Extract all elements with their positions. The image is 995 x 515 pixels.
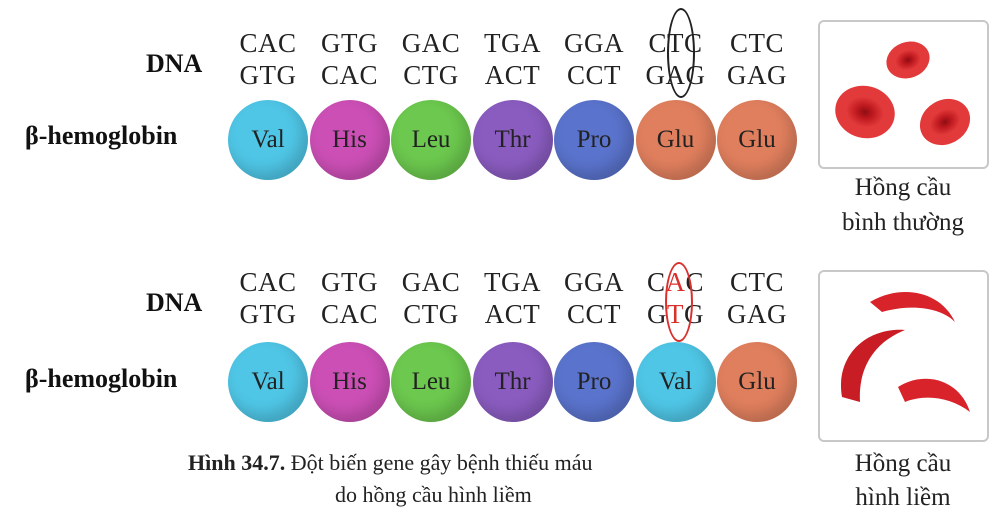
codon: CAC [239,267,297,297]
codon: CAC [320,60,379,90]
mutation-site-ring-normal [667,8,695,98]
codon: ACT [484,60,541,90]
normal-cell-caption-line2: bình thường [842,209,964,236]
codon: GAG [727,60,787,90]
normal-red-blood-cells-image [818,20,989,169]
codon: GTG [239,60,297,90]
codon: CTG [403,299,459,329]
sickle-cell-caption-line1: Hồng cầu [854,450,952,477]
amino-acid-thr: Thr [472,342,553,422]
amino-acid-leu: Leu [391,342,471,422]
amino-acid-val: Val [635,342,716,422]
amino-acid-glu: Glu [717,100,797,180]
codon: CCT [566,60,621,90]
codon: CAC [239,28,297,58]
figure-caption-line1: Hình 34.7. Đột biến gene gây bệnh thiếu … [188,446,593,480]
amino-acid-val: Val [228,342,308,422]
codon: TGA [484,267,541,297]
amino-acid-glu: Glu [717,342,797,422]
codon: CCT [566,299,621,329]
codon: GTG [321,267,378,297]
codon: GAG [727,299,787,329]
codon: TGA [484,28,541,58]
codon: GAC [401,267,461,297]
amino-acid-his: His [309,100,390,180]
normal-cell-caption-line1: Hồng cầu [854,174,952,201]
codon: CTC [729,267,784,297]
codon: CTG [403,60,459,90]
normal-red-cells-icon [835,41,971,146]
protein-label-normal: β-hemoglobin [25,121,178,150]
sickle-red-blood-cells-image [818,270,989,442]
amino-acid-his: His [309,342,390,422]
dna-label-mutant: DNA [146,288,203,317]
codon: CAC [320,299,379,329]
protein-label-mutant: β-hemoglobin [25,364,178,393]
dna-label-normal: DNA [146,49,203,78]
mutation-site-ring-mutant [665,262,693,342]
codon: GTG [321,28,378,58]
codon: CTC [729,28,784,58]
amino-acid-thr: Thr [472,100,553,180]
codon: GTG [239,299,297,329]
sickle-cell-caption-line2: hình liềm [855,484,951,511]
amino-acid-val: Val [228,100,308,180]
codon: ACT [484,299,541,329]
amino-acid-pro: Pro [554,342,634,422]
codon: GGA [564,28,624,58]
figure-number: Hình 34.7. [188,450,286,475]
amino-acid-pro: Pro [554,100,634,180]
codon: GGA [564,267,624,297]
figure-caption-text-1: Đột biến gene gây bệnh thiếu máu [290,450,593,475]
amino-acid-glu: Glu [635,100,716,180]
codon: GAC [401,28,461,58]
sickle-cells-icon [840,291,970,412]
figure-caption-line2: do hồng cầu hình liềm [335,482,532,507]
amino-acid-leu: Leu [391,100,471,180]
